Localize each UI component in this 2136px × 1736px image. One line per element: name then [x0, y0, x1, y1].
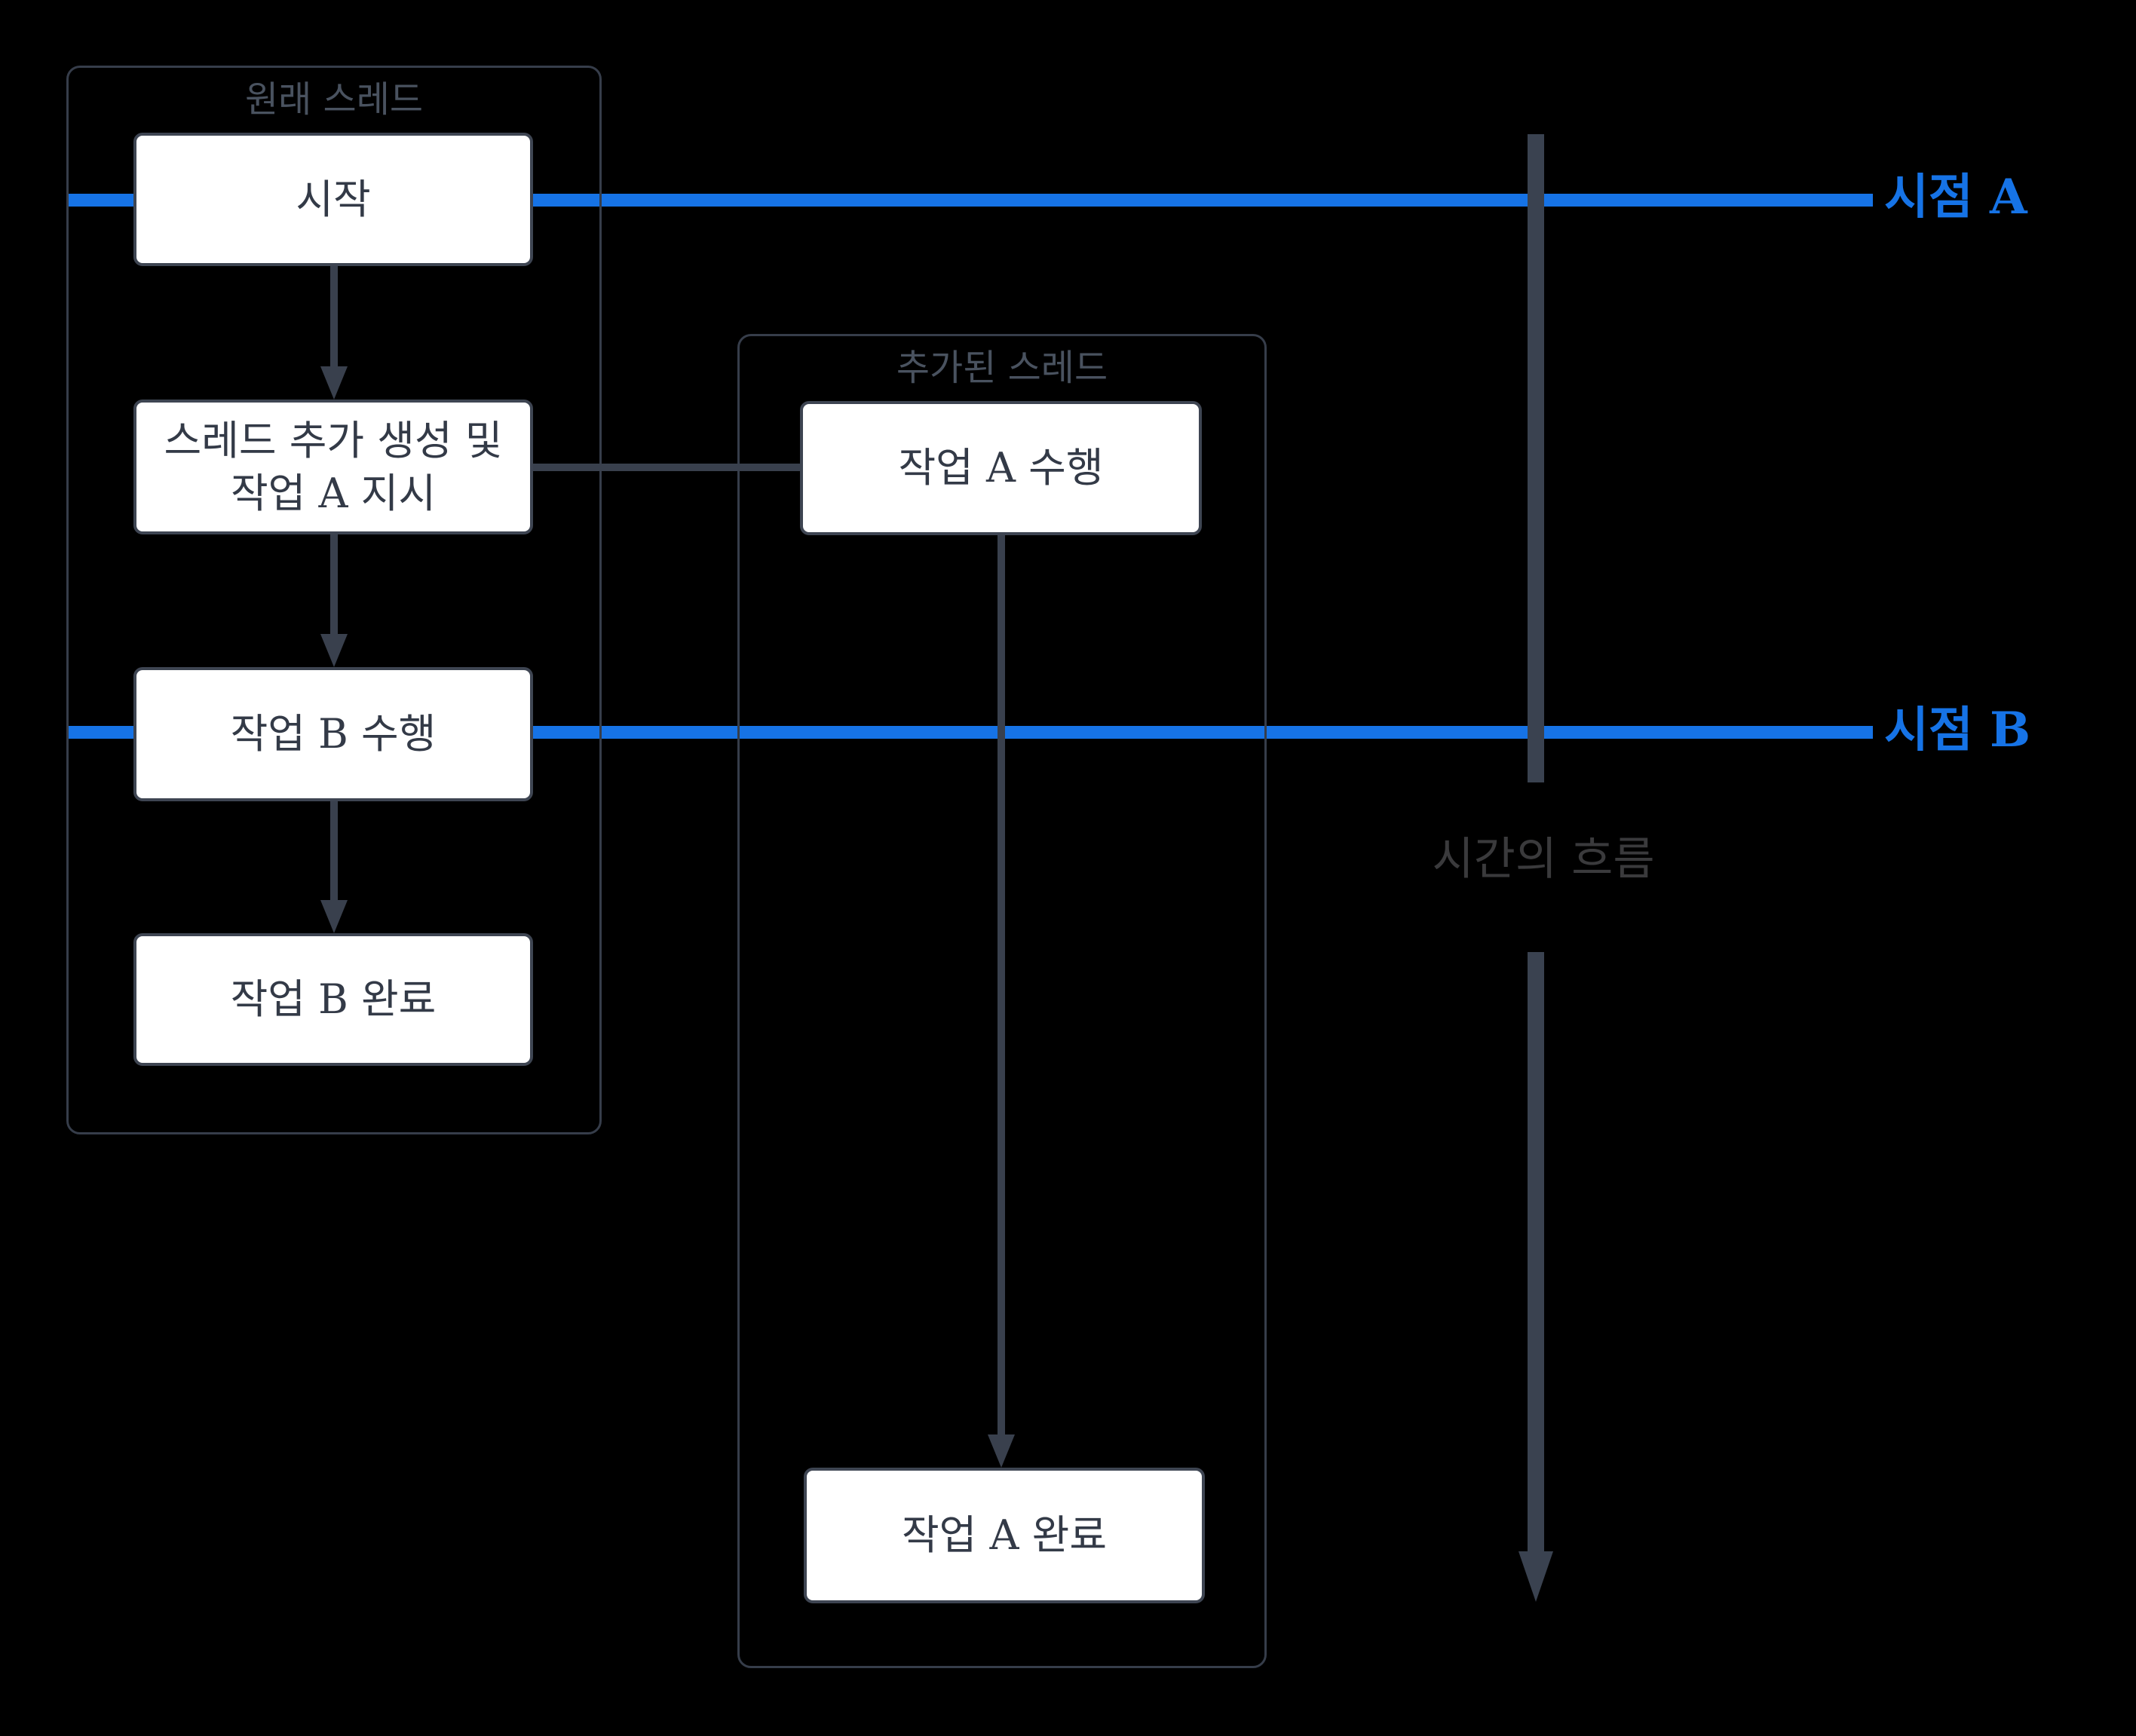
arrow-task-b-to-done-head — [320, 900, 348, 933]
node-spawn-thread-label-line1: 스레드 추가 생성 및 — [164, 416, 503, 464]
arrow-start-to-spawn-line — [330, 266, 338, 366]
node-start-label: 시작 — [296, 175, 371, 223]
node-task-b-run: 작업 B 수행 — [133, 667, 533, 801]
time-axis-line-upper — [1528, 134, 1544, 782]
original-thread-group: 원래 스레드 — [66, 66, 602, 1134]
node-task-a-done: 작업 A 완료 — [804, 1468, 1205, 1603]
connector-spawn-to-task-a — [533, 464, 803, 471]
arrow-task-a-to-done-head — [988, 1434, 1015, 1468]
arrow-task-b-to-done-line — [330, 801, 338, 900]
node-task-a-done-label: 작업 A 완료 — [901, 1511, 1108, 1559]
node-spawn-thread: 스레드 추가 생성 및 작업 A 지시 — [133, 400, 533, 534]
time-axis-arrowhead — [1518, 1551, 1553, 1602]
original-thread-label: 원래 스레드 — [244, 78, 424, 121]
node-spawn-thread-label-line2: 작업 A 지시 — [230, 469, 437, 517]
node-task-b-done-label: 작업 B 완료 — [230, 975, 437, 1023]
timepoint-b-label: 시점 B — [1884, 702, 2031, 758]
arrow-start-to-spawn-head — [320, 366, 348, 400]
timepoint-a-label: 시점 A — [1884, 169, 2027, 225]
node-task-b-run-label: 작업 B 수행 — [230, 710, 437, 758]
node-task-a-run-label: 작업 A 수행 — [898, 444, 1104, 491]
node-task-b-done: 작업 B 완료 — [133, 933, 533, 1066]
arrow-task-a-to-done-line — [998, 535, 1005, 1434]
arrow-spawn-to-task-b-head — [320, 634, 348, 667]
added-thread-group: 추가된 스레드 — [737, 334, 1267, 1668]
node-start: 시작 — [133, 133, 533, 266]
added-thread-label: 추가된 스레드 — [896, 347, 1108, 389]
node-task-a-run: 작업 A 수행 — [800, 401, 1202, 535]
time-axis-line-lower — [1528, 952, 1544, 1551]
arrow-spawn-to-task-b-line — [330, 534, 338, 634]
time-axis-label: 시간의 흐름 — [1432, 833, 1655, 886]
